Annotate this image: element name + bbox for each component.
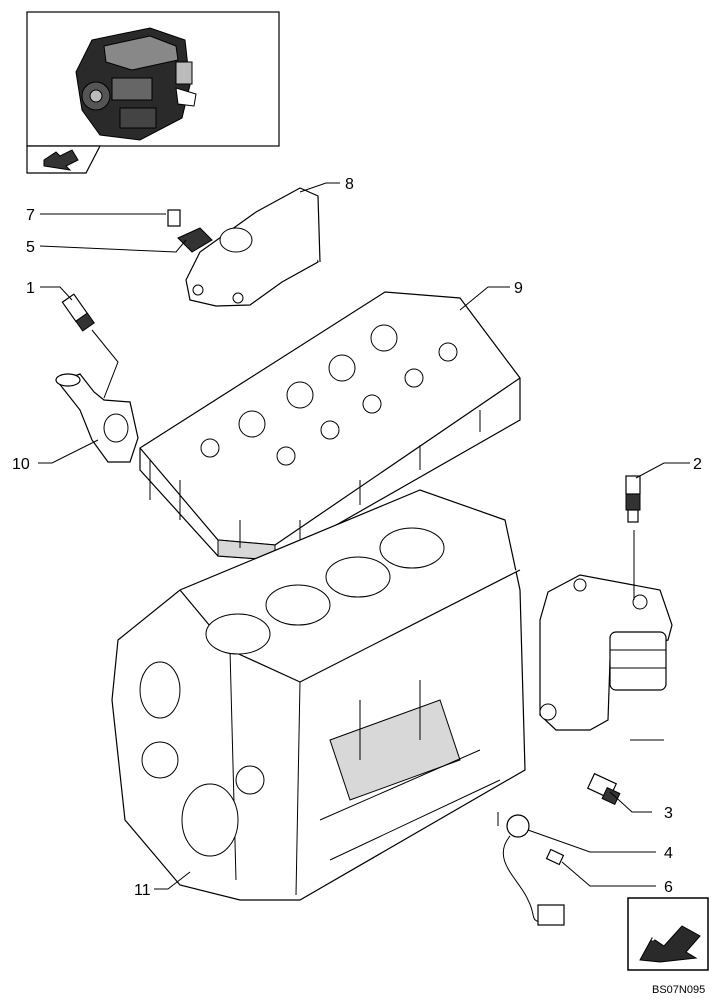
engine-thumbnail-icon (75, 27, 197, 141)
callout-leader-lines (38, 182, 690, 890)
callout-1: 1 (26, 280, 35, 297)
thermostat-housing-part (185, 187, 321, 307)
sensor-part-3 (586, 772, 621, 806)
callout-9: 9 (514, 280, 523, 297)
callout-6: 6 (664, 879, 673, 896)
oil-pressure-sensor-part-2 (625, 475, 641, 523)
screw-part-6 (545, 848, 565, 866)
callout-5: 5 (26, 239, 35, 256)
callout-11: 11 (134, 882, 151, 899)
screw-part-7 (167, 209, 181, 227)
oil-filter-housing-part (539, 574, 673, 731)
bracket-part-5 (177, 227, 213, 253)
return-arrow-icon[interactable] (43, 149, 79, 171)
speed-sensor-part-4 (502, 814, 565, 926)
next-page-arrow-icon (639, 918, 701, 963)
callout-3: 3 (664, 805, 673, 822)
cylinder-head-part (139, 291, 521, 561)
callout-8: 8 (345, 176, 354, 193)
drawing-reference-code: BS07N095 (652, 984, 705, 996)
callout-2: 2 (693, 456, 702, 473)
next-page-button[interactable] (627, 897, 709, 971)
coolant-outlet-housing-part (55, 373, 139, 463)
callout-7: 7 (26, 207, 35, 224)
callout-labels: 1 2 3 4 5 6 7 8 9 10 11 (12, 176, 702, 899)
engine-block-part (111, 489, 526, 901)
callout-4: 4 (664, 845, 673, 862)
callout-10: 10 (12, 456, 30, 473)
temperature-sensor-part-1 (61, 293, 119, 399)
engine-thumbnail-panel[interactable] (26, 11, 280, 174)
